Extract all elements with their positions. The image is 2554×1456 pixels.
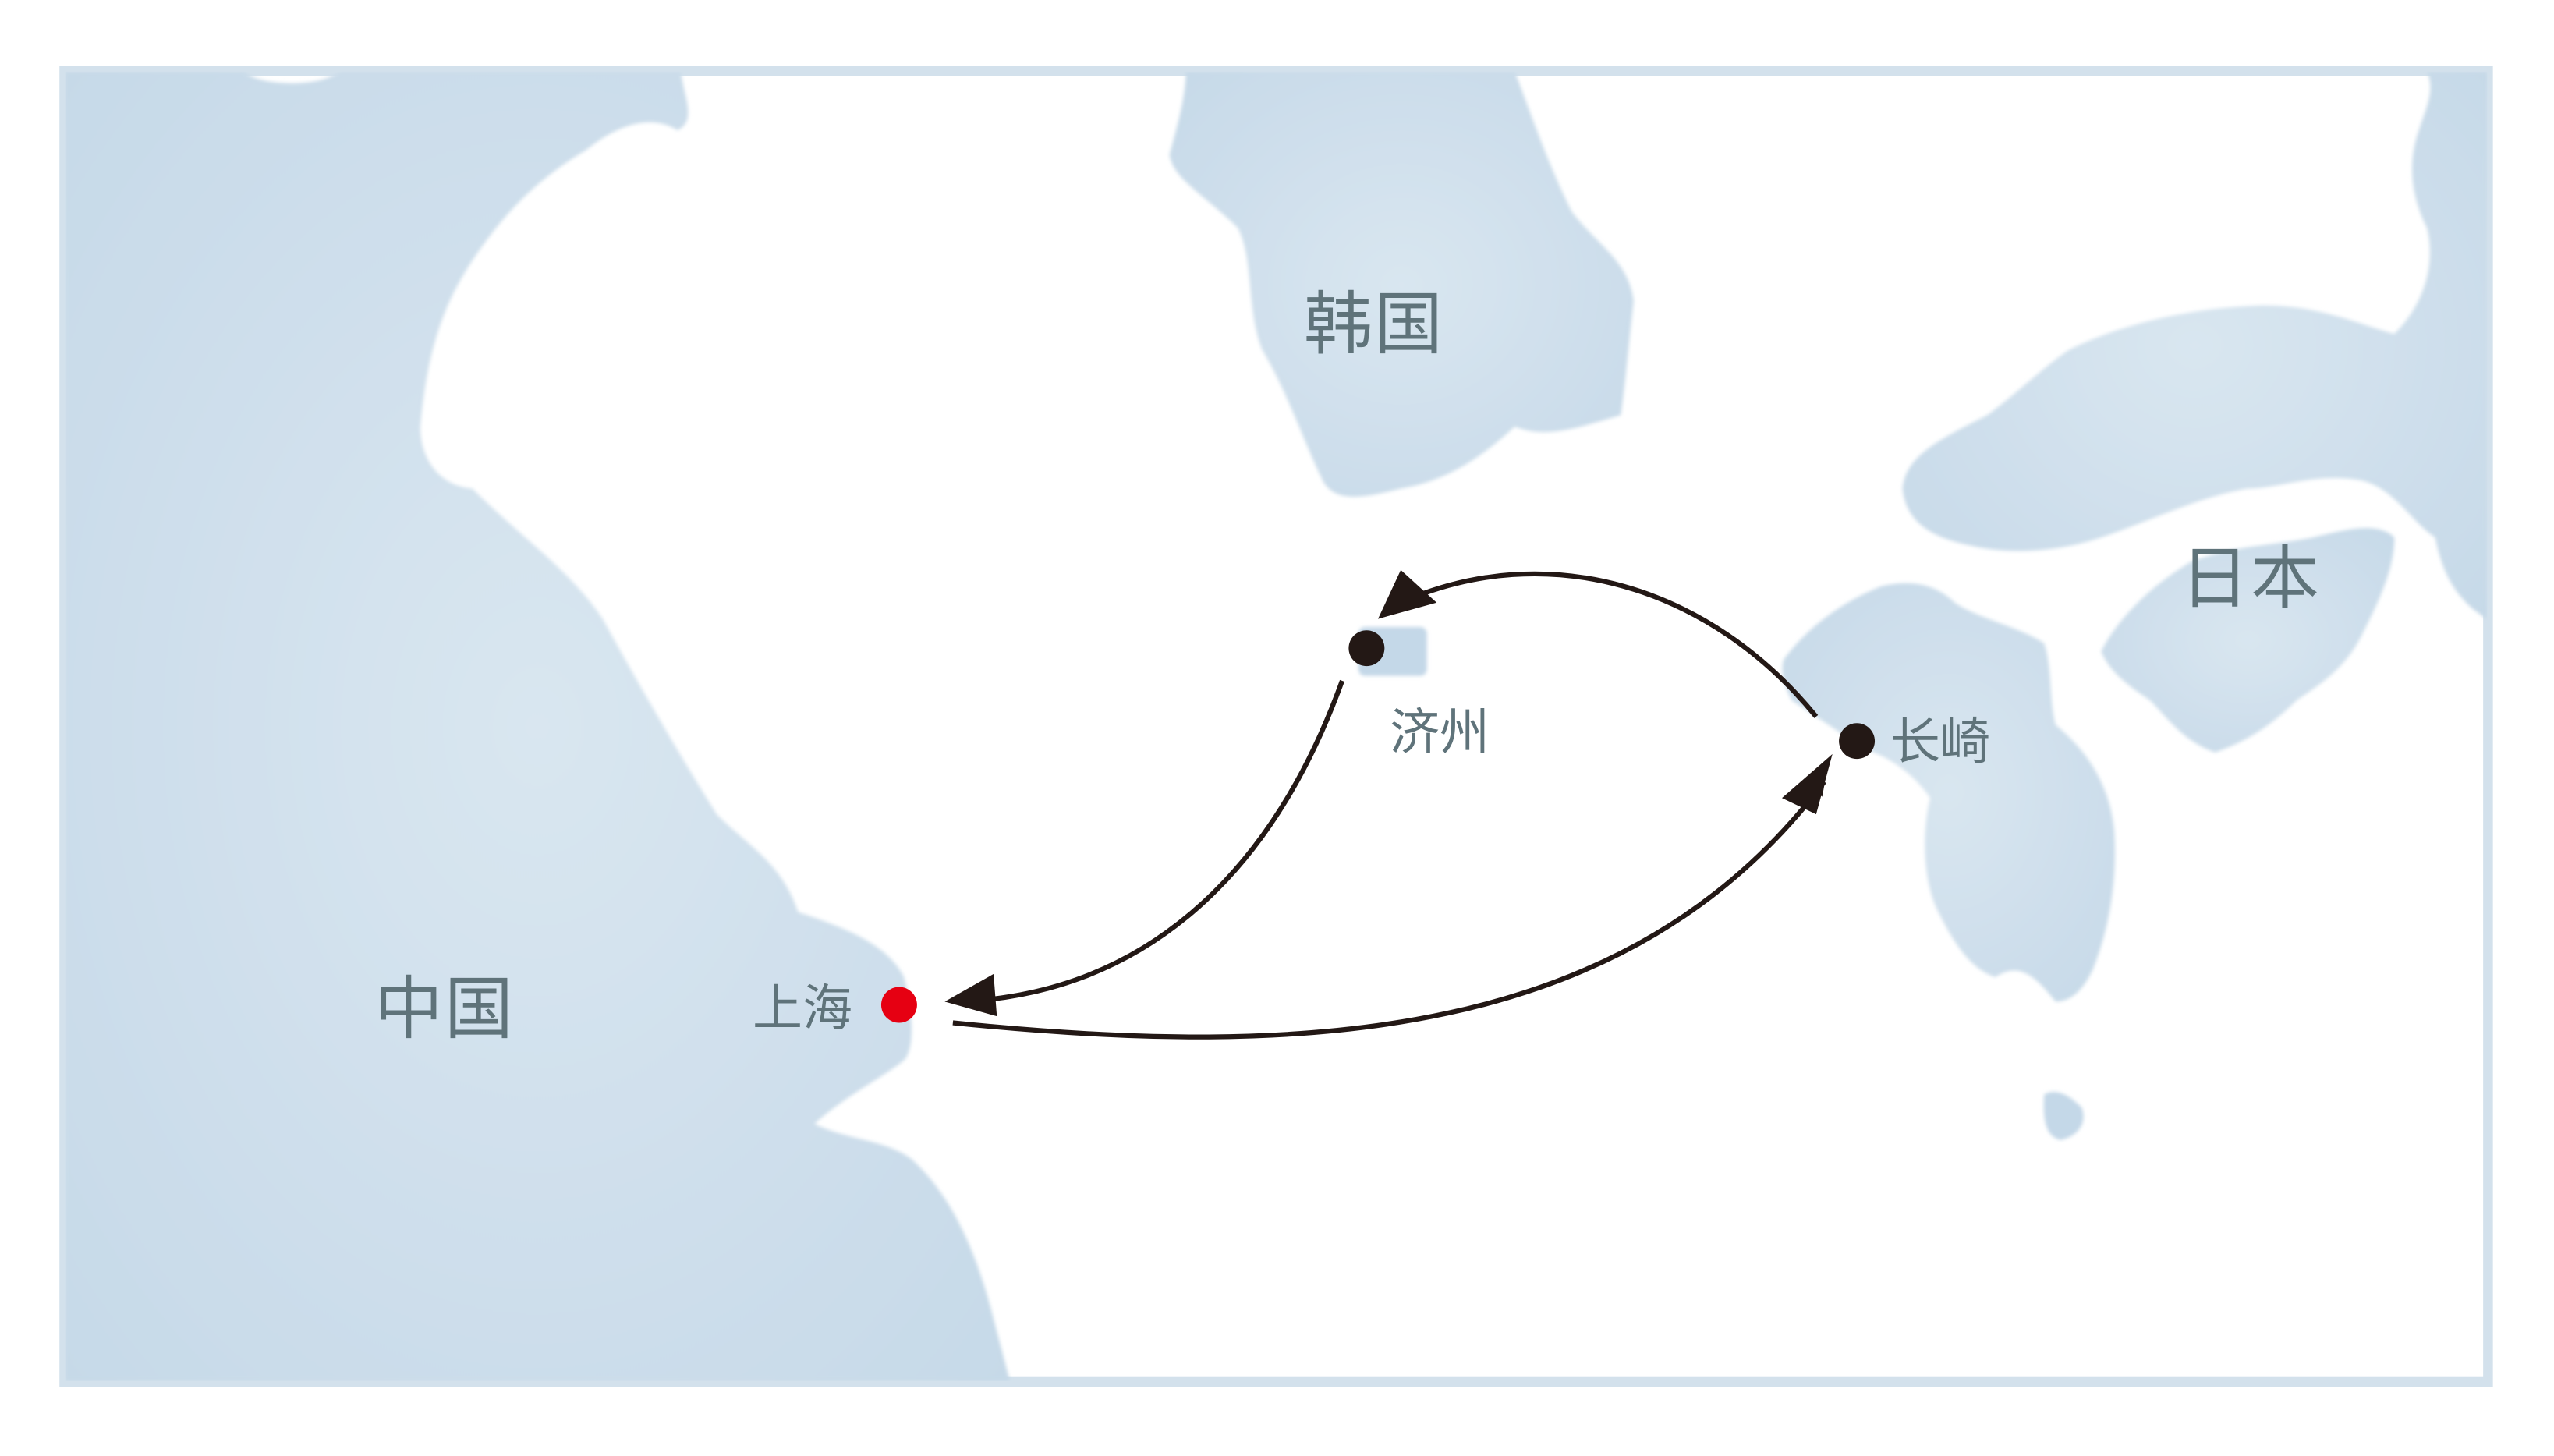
land-korea <box>1169 71 1634 497</box>
country-label-china: 中国 <box>374 969 515 1049</box>
route-nagasaki-to-jeju[interactable] <box>1399 571 1819 718</box>
city-label-shanghai: 上海 <box>753 980 852 1038</box>
country-label-korea: 韩国 <box>1304 284 1445 364</box>
city-label-jeju: 济州 <box>1390 704 1490 762</box>
land-japan-shikoku <box>2101 528 2395 753</box>
city-marker-nagasaki[interactable] <box>1839 723 1876 760</box>
route-jeju-to-shanghai[interactable] <box>959 679 1344 1008</box>
land-china <box>65 71 1010 1381</box>
land-japan-kyushu <box>1782 583 2115 1002</box>
arrowhead-jeju <box>1377 569 1437 619</box>
city-label-nagasaki: 长崎 <box>1890 714 1990 771</box>
route-shanghai-to-nagasaki[interactable] <box>952 780 1826 1040</box>
map-frame <box>59 66 2493 1387</box>
city-marker-jeju[interactable] <box>1348 630 1385 667</box>
land-japan-honshu <box>1902 71 2488 619</box>
land-island-small <box>2043 1092 2084 1140</box>
country-label-japan: 日本 <box>2180 538 2322 618</box>
arrowhead-shanghai <box>944 973 997 1017</box>
arrowhead-nagasaki <box>1781 753 1833 815</box>
routes <box>952 571 1826 1040</box>
city-marker-shanghai[interactable] <box>880 987 917 1023</box>
